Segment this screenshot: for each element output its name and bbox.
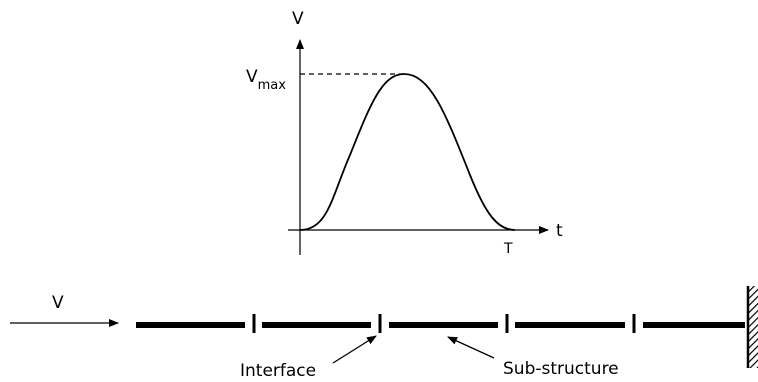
vmax-label-sub: max <box>258 78 287 93</box>
wall-hatching <box>748 286 758 368</box>
substructure-pointer <box>447 336 495 359</box>
input-velocity-label: V <box>52 293 64 313</box>
annotations: Interface Sub-structure <box>240 335 619 381</box>
vmax-label: Vmax <box>246 67 286 93</box>
interface-label: Interface <box>240 361 316 381</box>
velocity-pulse-curve <box>299 73 516 231</box>
t-end-label: T <box>503 241 513 257</box>
y-axis-label: V <box>292 9 304 29</box>
interface-pointer <box>332 335 377 364</box>
bar-assembly: V <box>10 286 758 368</box>
vmax-label-main: V <box>246 67 258 87</box>
substructure-label: Sub-structure <box>503 359 619 379</box>
fixed-wall-support <box>746 286 758 368</box>
x-axis-label: t <box>556 221 563 241</box>
velocity-graph: V t Vmax T <box>246 9 563 257</box>
